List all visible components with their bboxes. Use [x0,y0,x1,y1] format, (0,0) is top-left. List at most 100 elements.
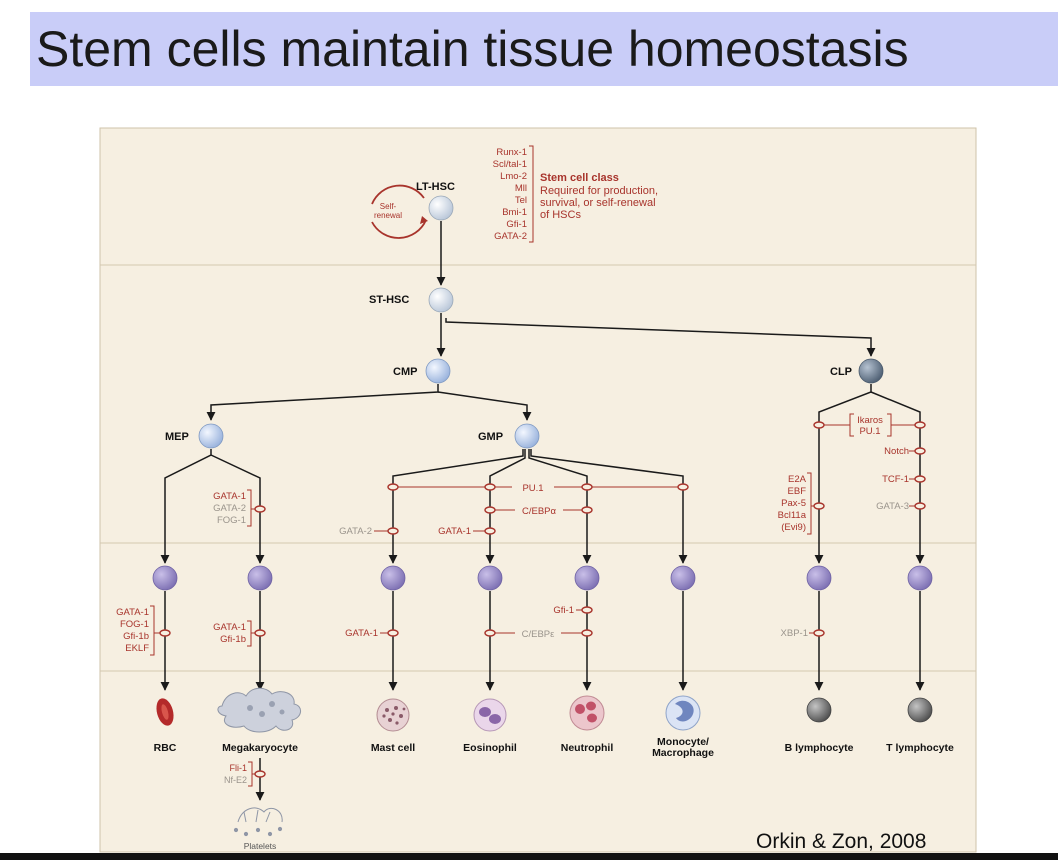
factor-tick [914,447,926,455]
differentiation-arrow [528,449,592,564]
gata3-factor: GATA-3 [876,501,909,512]
platelets-label: Platelets [244,841,277,851]
factor-tick [914,475,926,483]
cebpe-factor: C/EBPε [522,629,556,640]
nfe2-factor: Nf-E2 [224,775,247,785]
b-lymphocyte-cell-image [806,697,832,723]
pu1-factor: PU.1 [522,483,543,494]
factor-tick [484,483,496,491]
clp-label: CLP [830,366,852,378]
lt-hsc-label: LT-HSC [416,181,455,193]
factor-label: Lmo-2 [500,171,527,182]
gmp-label: GMP [478,431,503,443]
cebpa-factor: C/EBPα [522,506,557,517]
neutrophil-cell-image [569,695,605,731]
st-hsc-cell [428,287,454,313]
macrophage-label: Macrophage [652,747,714,759]
factor-tick [254,629,266,637]
mast-cell-label: Mast cell [371,742,415,754]
differentiation-arrow [814,384,872,564]
factor-label: EKLF [125,643,149,654]
factor-label: Gfi-1b [220,634,246,645]
clp-cell [858,358,884,384]
differentiation-arrow [870,391,925,564]
factor-label: Gfi-1b [123,631,149,642]
self-renewal-label: Self- [380,202,397,211]
lt-hsc-cell [428,195,454,221]
t-lymphocyte-cell-image [907,697,933,723]
b-precursor-cell [806,565,832,591]
factor-tick [159,629,171,637]
factor-label: Runx-1 [496,147,527,158]
monocyte-label: Monocyte/ [657,736,709,748]
differentiation-arrow [206,384,439,421]
notch-factor: Notch [884,446,909,457]
factor-label: Scl/tal-1 [493,159,527,170]
neutrophil-precursor-cell [574,565,600,591]
factor-label: Bcl11a [778,510,807,521]
factor-tick [581,483,593,491]
factor-label: GATA-2 [213,503,246,514]
differentiation-arrow [485,449,526,564]
factor-label: Mll [515,183,527,194]
gata1-mast-factor: GATA-1 [345,628,378,639]
monocyte-precursor-cell [670,565,696,591]
megakaryocyte-cell-image [217,687,301,733]
eosinophil-label: Eosinophil [463,742,517,754]
gmp-cell [514,423,540,449]
differentiation-arrow [437,391,532,421]
factor-label: (Evi9) [781,522,806,533]
gfi1-neutrophil-factor: Gfi-1 [553,605,574,616]
megakaryocyte-precursor-cell [247,565,273,591]
gata1-factor: GATA-1 [438,526,471,537]
factor-label: EBF [788,486,807,497]
factor-tick [813,502,825,510]
factor-label: FOG-1 [217,515,246,526]
factor-tick [484,506,496,514]
factor-label: E2A [788,474,807,485]
st-hsc-label: ST-HSC [369,294,409,306]
rbc-precursor-cell [152,565,178,591]
factor-tick [813,421,825,429]
xbp1-factor: XBP-1 [781,628,808,639]
stem-cell-class-desc: survival, or self-renewal [540,197,656,209]
factor-tick [484,629,496,637]
factor-label: GATA-1 [213,491,246,502]
cmp-label: CMP [393,366,417,378]
factor-tick [387,527,399,535]
stem-cell-class-desc: Required for production, [540,185,658,197]
factor-label: GATA-2 [494,231,527,242]
factor-tick [914,502,926,510]
factor-tick [254,770,266,778]
differentiation-arrow [530,449,688,564]
factor-tick [914,421,926,429]
pu1-clp-factor: PU.1 [859,426,880,437]
factor-bracket [807,472,812,535]
differentiation-arrow [388,449,524,564]
macrophage-cell-image [665,695,701,731]
differentiation-arrow [445,318,876,357]
citation: Orkin & Zon, 2008 [756,830,927,853]
factor-bracket [529,145,534,243]
ikaros-factor: Ikaros [857,415,883,426]
factor-label: Tel [515,195,527,206]
fli1-factor: Fli-1 [230,763,248,773]
factor-label: GATA-1 [116,607,149,618]
factor-tick [581,606,593,614]
stem-cell-factor-list: Runx-1 Scl/tal-1 Lmo-2 Mll Tel Bmi-1 Gfi… [493,147,527,242]
factor-label: GATA-1 [213,622,246,633]
mep-cell [198,423,224,449]
eosinophil-precursor-cell [477,565,503,591]
platelets-image [233,807,283,837]
factor-tick [677,483,689,491]
factor-label: Pax-5 [781,498,806,509]
factor-tick [581,629,593,637]
stem-cell-class-desc: of HSCs [540,209,581,221]
cmp-cell [425,358,451,384]
rbc-label: RBC [154,742,177,754]
stem-cell-class-heading: Stem cell class [540,172,619,184]
factor-tick [581,506,593,514]
mast-precursor-cell [380,565,406,591]
factor-tick [387,629,399,637]
factor-tick [813,629,825,637]
